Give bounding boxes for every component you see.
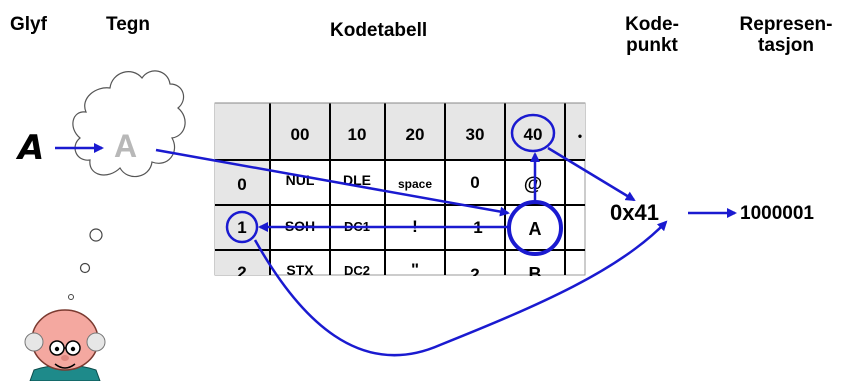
header-character: Tegn bbox=[106, 14, 150, 35]
highlight-row-1 bbox=[225, 210, 259, 244]
code-point-value: 0x41 bbox=[610, 200, 659, 225]
cell-a: A bbox=[529, 219, 542, 239]
code-table-header-col bbox=[215, 103, 270, 275]
cell-at: @ bbox=[524, 174, 543, 195]
glyph-letter: A bbox=[18, 128, 45, 168]
thought-bubble-small bbox=[68, 294, 74, 300]
col-header-partial: • bbox=[578, 129, 582, 143]
header-code-point-line1: Kode- bbox=[625, 14, 679, 35]
col-header-40: 40 bbox=[524, 125, 543, 144]
header-representation-line2: tasjon bbox=[758, 35, 814, 56]
row-label-0: 0 bbox=[237, 175, 246, 194]
row-label-1: 1 bbox=[237, 218, 246, 237]
table-clip-mask bbox=[210, 276, 590, 290]
col-header-30: 30 bbox=[466, 125, 485, 144]
header-representation-line1: Represen- bbox=[739, 14, 833, 35]
header-glyph: Glyf bbox=[10, 14, 47, 35]
cell-quote: " bbox=[411, 260, 419, 279]
cell-zero: 0 bbox=[470, 173, 479, 192]
col-header-20: 20 bbox=[406, 125, 425, 144]
arrow-col-to-codepoint bbox=[547, 146, 636, 202]
row-label-2: 2 bbox=[237, 263, 246, 282]
thought-bubble-medium bbox=[79, 262, 91, 274]
header-code-table: Kodetabell bbox=[330, 20, 428, 41]
col-header-10: 10 bbox=[348, 125, 367, 144]
highlight-col-40 bbox=[510, 113, 556, 153]
code-table-header-row bbox=[215, 103, 585, 160]
thought-letter: A bbox=[114, 128, 138, 164]
col-header-00: 00 bbox=[291, 125, 310, 144]
header-code-point: Kode- punkt bbox=[612, 14, 692, 56]
arrow-char-to-cell bbox=[155, 148, 510, 217]
arrow-row-to-codepoint bbox=[253, 220, 668, 357]
cell-two: 2 bbox=[470, 265, 479, 284]
professor-avatar bbox=[24, 309, 106, 381]
cell-dc2: DC2 bbox=[344, 263, 370, 278]
thought-bubble-large bbox=[89, 228, 103, 242]
cell-space: space bbox=[398, 177, 432, 191]
representation-value: 1000001 bbox=[740, 203, 814, 224]
header-code-point-line2: punkt bbox=[626, 35, 678, 56]
header-representation: Represen- tasjon bbox=[726, 14, 846, 56]
cell-stx: STX bbox=[286, 262, 314, 278]
